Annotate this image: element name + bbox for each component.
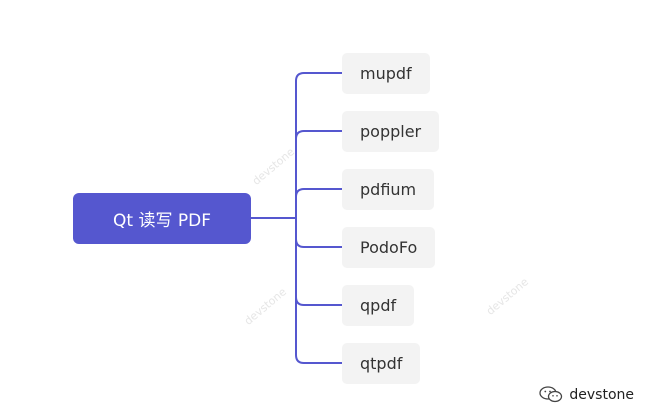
child-node-label: mupdf [360,64,412,83]
child-node-label: qtpdf [360,354,403,373]
connector-branch-4 [295,218,342,306]
child-node-label: qpdf [360,296,397,315]
connector-branch-3 [295,218,342,248]
child-node-qtpdf[interactable]: qtpdf [342,343,421,384]
child-node-podofo[interactable]: PodoFo [342,227,436,268]
child-node-mupdf[interactable]: mupdf [342,53,430,94]
child-node-pdfium[interactable]: pdfium [342,169,435,210]
connector-branch-0 [295,72,342,218]
connector-group [251,72,342,364]
root-node-label: Qt 读写 PDF [113,211,211,231]
wechat-icon [539,386,563,403]
brand-name: devstone [569,386,634,403]
brand-badge: devstone [539,386,634,403]
child-node-label: pdfium [360,180,417,199]
child-node-qpdf[interactable]: qpdf [342,285,415,326]
child-node-label: PodoFo [360,238,418,257]
child-node-poppler[interactable]: poppler [342,111,440,152]
connector-branch-5 [295,218,342,364]
child-node-label: poppler [360,122,422,141]
root-node[interactable]: Qt 读写 PDF [73,193,251,244]
connector-branch-1 [295,130,342,218]
connector-branch-2 [295,188,342,218]
